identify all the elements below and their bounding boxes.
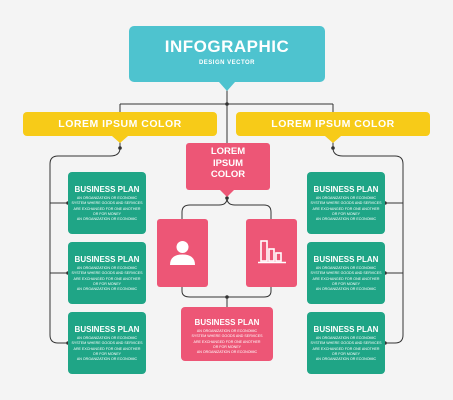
- card-desc-line: ARE EXCHANGED FOR ONE ANOTHER: [73, 276, 141, 281]
- card-desc-line: AN ORGANIZATION OR ECONOMIC: [196, 350, 258, 355]
- card-title: BUSINESS PLAN: [313, 185, 379, 194]
- center-header-line1: LOREM: [210, 146, 246, 157]
- title-banner: INFOGRAPHIC DESIGN VECTOR: [129, 26, 325, 82]
- card-title: BUSINESS PLAN: [74, 255, 140, 264]
- card-desc-line: OR FOR MONEY: [92, 211, 122, 216]
- bar-chart-icon: [258, 240, 286, 264]
- card-desc-line: AN ORGANIZATION OR ECONOMIC: [76, 196, 138, 200]
- card-desc-line: SYSTEM WHERE GOODS AND SERVICES: [310, 341, 382, 346]
- card-description: AN ORGANIZATION OR ECONOMIC SYSTEM WHERE…: [181, 329, 273, 355]
- card-title: BUSINESS PLAN: [313, 325, 379, 334]
- card-desc-line: ARE EXCHANGED FOR ONE ANOTHER: [312, 206, 380, 211]
- card-center-bottom: BUSINESS PLAN AN ORGANIZATION OR ECONOMI…: [181, 307, 273, 361]
- center-header: LOREM IPSUM COLOR: [186, 143, 270, 190]
- card-desc-line: ARE EXCHANGED FOR ONE ANOTHER: [73, 206, 141, 211]
- card-description: AN ORGANIZATION OR ECONOMIC SYSTEM WHERE…: [307, 196, 385, 222]
- header-right: LOREM IPSUM COLOR: [236, 112, 430, 136]
- card-desc-line: AN ORGANIZATION OR ECONOMIC: [315, 336, 377, 340]
- card-title: BUSINESS PLAN: [313, 255, 379, 264]
- user-icon-box: [157, 219, 208, 287]
- card-desc-line: AN ORGANIZATION OR ECONOMIC: [196, 329, 258, 333]
- header-left: LOREM IPSUM COLOR: [23, 112, 217, 136]
- card-desc-line: ARE EXCHANGED FOR ONE ANOTHER: [193, 339, 261, 344]
- card-desc-line: AN ORGANIZATION OR ECONOMIC: [315, 196, 377, 200]
- center-header-line3: COLOR: [210, 169, 246, 180]
- card-left-1: BUSINESS PLAN AN ORGANIZATION OR ECONOMI…: [68, 172, 146, 234]
- card-desc-line: AN ORGANIZATION OR ECONOMIC: [315, 357, 377, 362]
- card-desc-line: SYSTEM WHERE GOODS AND SERVICES: [191, 334, 263, 339]
- card-desc-line: AN ORGANIZATION OR ECONOMIC: [76, 266, 138, 270]
- card-desc-line: OR FOR MONEY: [92, 351, 122, 356]
- card-left-2: BUSINESS PLAN AN ORGANIZATION OR ECONOMI…: [68, 242, 146, 304]
- card-title: BUSINESS PLAN: [74, 325, 140, 334]
- card-desc-line: SYSTEM WHERE GOODS AND SERVICES: [310, 271, 382, 276]
- card-desc-line: ARE EXCHANGED FOR ONE ANOTHER: [73, 346, 141, 351]
- card-description: AN ORGANIZATION OR ECONOMIC SYSTEM WHERE…: [307, 266, 385, 292]
- center-header-line2: IPSUM: [212, 157, 244, 169]
- card-desc-line: ARE EXCHANGED FOR ONE ANOTHER: [312, 346, 380, 351]
- card-title: BUSINESS PLAN: [194, 318, 260, 327]
- card-right-2: BUSINESS PLAN AN ORGANIZATION OR ECONOMI…: [307, 242, 385, 304]
- card-description: AN ORGANIZATION OR ECONOMIC SYSTEM WHERE…: [307, 336, 385, 362]
- card-desc-line: AN ORGANIZATION OR ECONOMIC: [315, 217, 377, 222]
- card-desc-line: SYSTEM WHERE GOODS AND SERVICES: [71, 271, 143, 276]
- card-desc-line: OR FOR MONEY: [92, 281, 122, 286]
- card-left-3: BUSINESS PLAN AN ORGANIZATION OR ECONOMI…: [68, 312, 146, 374]
- card-desc-line: AN ORGANIZATION OR ECONOMIC: [315, 266, 377, 270]
- title-subtitle: DESIGN VECTOR: [198, 60, 256, 66]
- card-title: BUSINESS PLAN: [74, 185, 140, 194]
- card-desc-line: SYSTEM WHERE GOODS AND SERVICES: [71, 341, 143, 346]
- card-desc-line: AN ORGANIZATION OR ECONOMIC: [315, 287, 377, 292]
- card-desc-line: AN ORGANIZATION OR ECONOMIC: [76, 217, 138, 222]
- card-desc-line: AN ORGANIZATION OR ECONOMIC: [76, 357, 138, 362]
- card-description: AN ORGANIZATION OR ECONOMIC SYSTEM WHERE…: [68, 336, 146, 362]
- card-desc-line: AN ORGANIZATION OR ECONOMIC: [76, 336, 138, 340]
- card-description: AN ORGANIZATION OR ECONOMIC SYSTEM WHERE…: [68, 196, 146, 222]
- user-icon: [170, 241, 195, 265]
- card-description: AN ORGANIZATION OR ECONOMIC SYSTEM WHERE…: [68, 266, 146, 292]
- card-desc-line: ARE EXCHANGED FOR ONE ANOTHER: [312, 276, 380, 281]
- card-desc-line: OR FOR MONEY: [212, 344, 242, 349]
- card-desc-line: SYSTEM WHERE GOODS AND SERVICES: [310, 201, 382, 206]
- card-desc-line: OR FOR MONEY: [331, 211, 361, 216]
- card-desc-line: SYSTEM WHERE GOODS AND SERVICES: [71, 201, 143, 206]
- card-right-3: BUSINESS PLAN AN ORGANIZATION OR ECONOMI…: [307, 312, 385, 374]
- title-main: INFOGRAPHIC: [164, 37, 290, 56]
- card-desc-line: OR FOR MONEY: [331, 351, 361, 356]
- chart-icon-box: [246, 219, 297, 287]
- card-desc-line: OR FOR MONEY: [331, 281, 361, 286]
- card-desc-line: AN ORGANIZATION OR ECONOMIC: [76, 287, 138, 292]
- card-right-1: BUSINESS PLAN AN ORGANIZATION OR ECONOMI…: [307, 172, 385, 234]
